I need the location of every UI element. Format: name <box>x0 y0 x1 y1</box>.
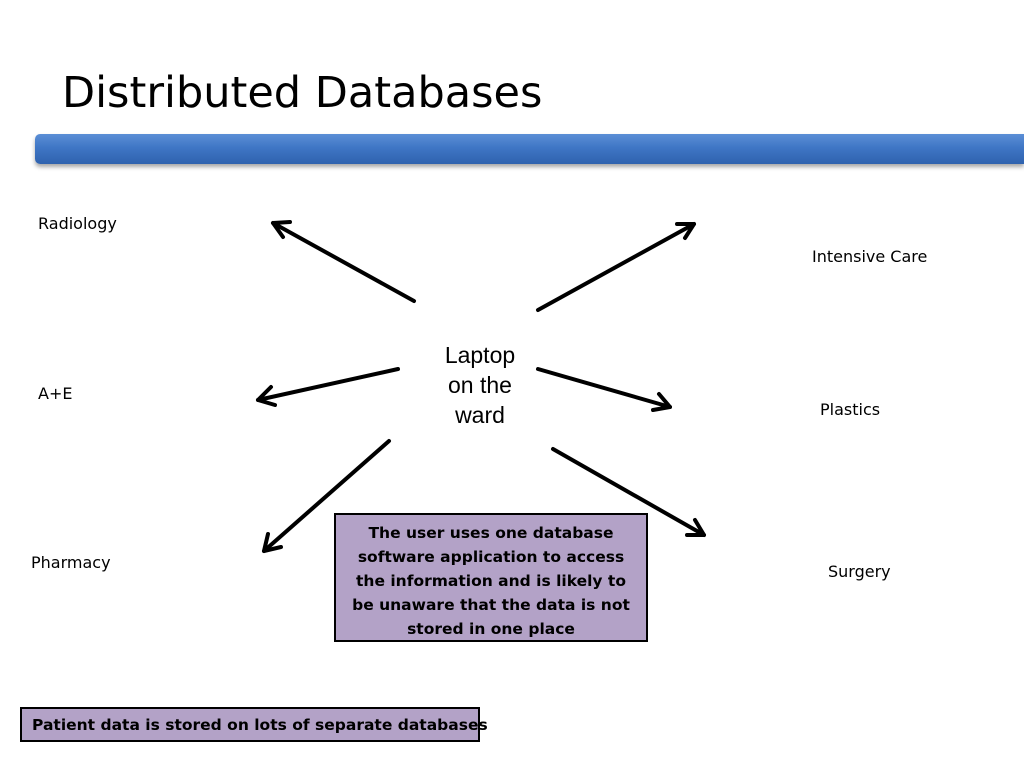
center-label-line-2: on the <box>448 372 512 398</box>
center-label-line-3: ward <box>455 402 505 428</box>
arrow-to-ae <box>256 367 400 407</box>
arrow-to-pharmacy <box>262 439 391 553</box>
slide-title: Distributed Databases <box>62 68 543 118</box>
arrow-to-intensive-care <box>536 222 696 312</box>
info-box: The user uses one database software appl… <box>334 513 648 642</box>
label-pharmacy: Pharmacy <box>31 553 111 572</box>
footer-box: Patient data is stored on lots of separa… <box>20 707 488 742</box>
arrow-to-plastics <box>536 367 672 412</box>
center-node-label: Laptop on the ward <box>430 340 530 430</box>
label-plastics: Plastics <box>820 400 881 419</box>
center-label-line-1: Laptop <box>444 342 516 368</box>
label-radiology: Radiology <box>38 214 117 233</box>
title-bar <box>35 134 1024 164</box>
arrow-to-surgery <box>551 447 706 537</box>
arrow-to-radiology <box>271 220 416 303</box>
label-surgery: Surgery <box>828 562 891 581</box>
label-intensive-care: Intensive Care <box>812 247 928 266</box>
label-ae: A+E <box>38 384 73 403</box>
